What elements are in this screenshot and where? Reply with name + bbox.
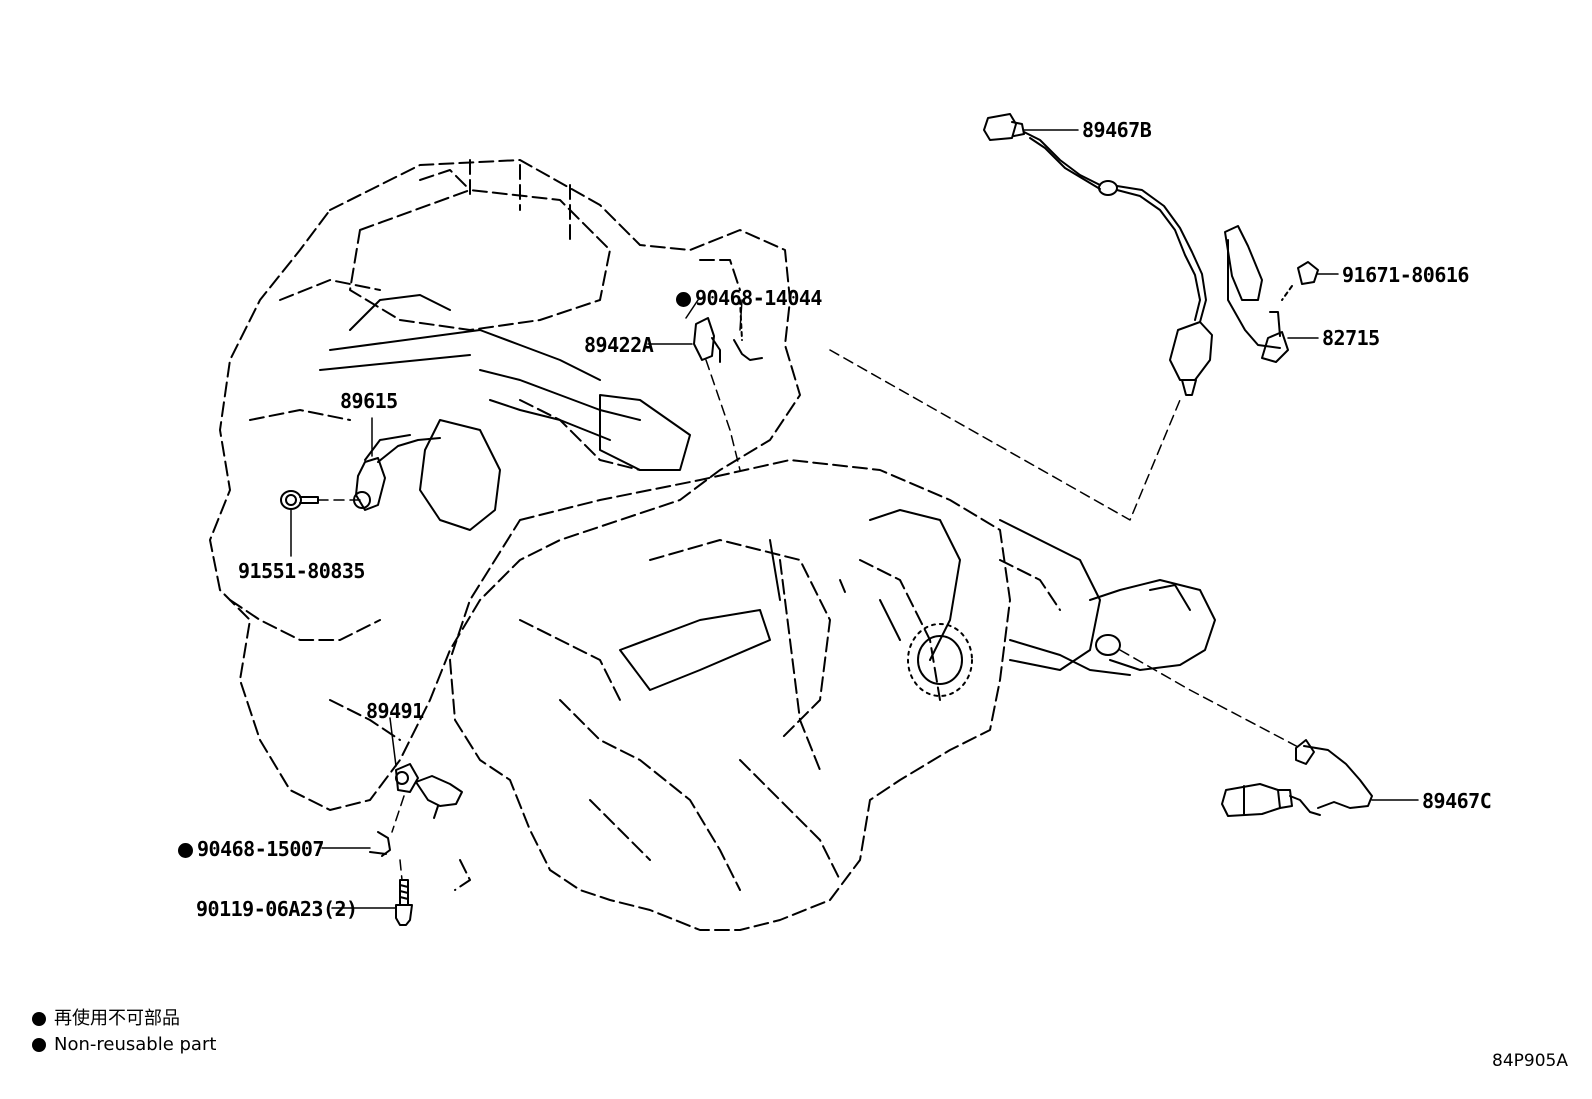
intake-manifold-detail (319, 294, 691, 531)
callout-91671-80616[interactable]: 91671-80616 (1342, 263, 1469, 287)
transaxle-case-outline (449, 459, 1061, 931)
non-reusable-marker-icon (32, 1012, 46, 1026)
callout-82715[interactable]: 82715 (1322, 326, 1380, 350)
transaxle-detail (619, 509, 1216, 697)
callout-89467c[interactable]: 89467C (1422, 789, 1492, 813)
callout-90468-14044[interactable]: 90468-14044 (676, 287, 822, 309)
engine-block-outline (209, 159, 801, 811)
leader-lines (290, 129, 1419, 909)
legend-japanese: 再使用不可部品 (32, 1008, 180, 1030)
non-reusable-marker-icon (178, 843, 193, 858)
non-reusable-marker-icon (676, 292, 691, 307)
bracket-82715-drawing (1224, 225, 1289, 363)
speed-sensor-89491-drawing (395, 763, 463, 819)
callout-91551-80835[interactable]: 91551-80835 (238, 559, 365, 583)
callout-89615[interactable]: 89615 (340, 389, 398, 413)
clip-91671-drawing (1281, 261, 1319, 301)
sensor-89422a-drawing (693, 317, 721, 363)
legend-japanese-text: 再使用不可部品 (54, 1008, 180, 1029)
legend-english-text: Non-reusable part (54, 1034, 217, 1055)
bolt-91551-drawing (280, 490, 319, 510)
clip-90468-15007-drawing (369, 831, 391, 857)
callout-90468-15007-label: 90468-15007 (197, 837, 324, 861)
bolt-90119-drawing (395, 879, 413, 926)
callout-89467b[interactable]: 89467B (1082, 118, 1152, 142)
callout-90468-15007[interactable]: 90468-15007 (178, 838, 324, 860)
callout-89422a[interactable]: 89422A (584, 333, 654, 357)
phantom-lines (317, 349, 1301, 881)
callout-90468-14044-label: 90468-14044 (695, 286, 822, 310)
legend-english: Non-reusable part (32, 1034, 216, 1056)
oxygen-sensor-b-drawing (983, 113, 1213, 396)
callout-89491[interactable]: 89491 (366, 699, 424, 723)
non-reusable-marker-icon (32, 1038, 46, 1052)
oxygen-sensor-c-drawing (1221, 739, 1373, 817)
figure-id: 84P905A (1492, 1051, 1568, 1071)
callout-90119-06a23[interactable]: 90119-06A23(2) (196, 897, 358, 921)
